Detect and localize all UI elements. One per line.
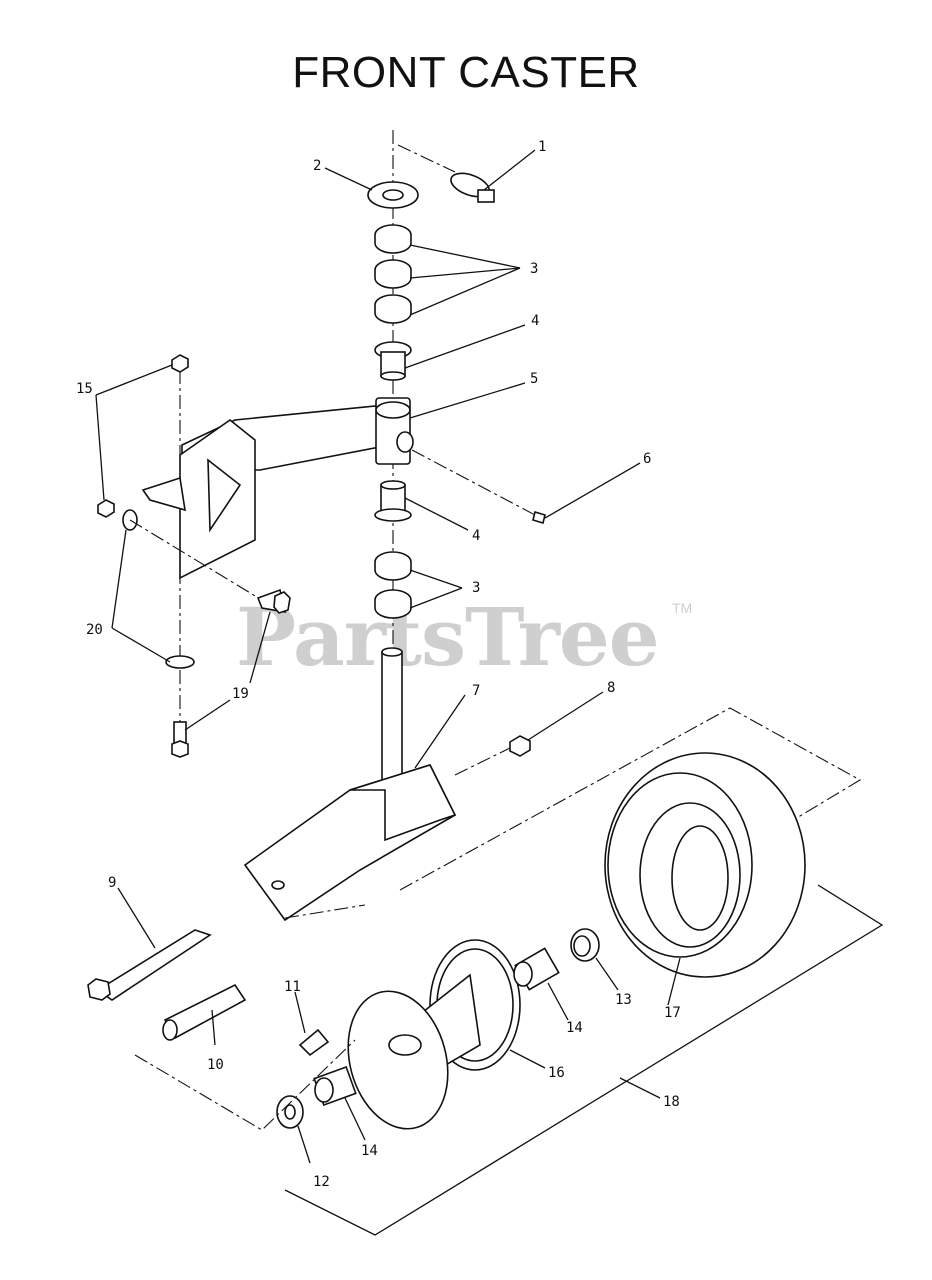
part-14-bearing-inner[interactable] xyxy=(513,947,560,991)
part-17-tire[interactable] xyxy=(604,752,806,978)
leader-lines xyxy=(95,149,681,1164)
part-14-bearing-outer[interactable] xyxy=(313,1066,357,1106)
callout-17: 17 xyxy=(664,1005,681,1021)
part-3-spacers-top[interactable] xyxy=(374,224,412,324)
callout-5: 5 xyxy=(530,371,538,387)
callout-4-top: 4 xyxy=(531,313,539,329)
part-19-bolt-side[interactable] xyxy=(256,588,291,614)
part-11-grease-fitting[interactable] xyxy=(298,1028,330,1057)
callout-18: 18 xyxy=(663,1094,680,1110)
callout-14-outer: 14 xyxy=(361,1143,378,1159)
fork-axle-line xyxy=(284,904,366,919)
callout-12: 12 xyxy=(313,1174,330,1190)
part-6-grease-fitting[interactable] xyxy=(411,449,546,525)
callout-20: 20 xyxy=(86,622,103,638)
part-13-seal[interactable] xyxy=(570,928,600,962)
part-8-nut[interactable] xyxy=(454,735,531,776)
callout-9: 9 xyxy=(108,875,116,891)
callout-15: 15 xyxy=(76,381,93,397)
part-12-spacer[interactable] xyxy=(276,1095,304,1129)
watermark-trademark: TM xyxy=(672,600,693,616)
part-1-hairpin-clip[interactable] xyxy=(397,144,495,203)
axle-line xyxy=(399,707,862,891)
part-15-nut-side[interactable] xyxy=(97,499,115,518)
part-2-washer[interactable] xyxy=(367,181,419,209)
part-5-caster-arm[interactable] xyxy=(141,397,414,580)
diagram-title: FRONT CASTER xyxy=(292,48,640,97)
part-19-bolt-bottom[interactable] xyxy=(171,721,189,758)
callout-7: 7 xyxy=(472,683,480,699)
part-20-washer-bottom[interactable] xyxy=(165,655,195,669)
part-4-bushing-top[interactable] xyxy=(374,341,412,381)
lower-axle-line xyxy=(134,1039,356,1131)
side-bolt-axis xyxy=(129,519,271,606)
part-15-nut-top[interactable] xyxy=(171,354,189,373)
callout-16: 16 xyxy=(548,1065,565,1081)
part-4-bushing-bottom[interactable] xyxy=(374,480,412,522)
part-9-bolt[interactable] xyxy=(87,929,212,1001)
callout-19: 19 xyxy=(232,686,249,702)
callout-8: 8 xyxy=(607,680,615,696)
callout-labels: 1 2 3 3 4 4 5 6 7 8 9 10 11 12 13 14 14 … xyxy=(76,139,681,1190)
part-3-spacers-bottom[interactable] xyxy=(374,551,412,619)
callout-3-bottom: 3 xyxy=(472,580,480,596)
part-7-caster-fork[interactable] xyxy=(243,647,457,922)
part-10-spacer-tube[interactable] xyxy=(162,983,247,1041)
callout-10: 10 xyxy=(207,1057,224,1073)
callout-3-top: 3 xyxy=(530,261,538,277)
callout-13: 13 xyxy=(615,992,632,1008)
watermark-logo: PartsTree xyxy=(236,590,660,684)
part-18-wheel-assembly-bracket xyxy=(284,884,884,1236)
callout-2: 2 xyxy=(313,158,321,174)
callout-4-bottom: 4 xyxy=(472,528,480,544)
callout-1: 1 xyxy=(538,139,546,155)
callout-11: 11 xyxy=(284,979,301,995)
part-16-wheel-hub[interactable] xyxy=(334,939,521,1140)
callout-6: 6 xyxy=(643,451,651,467)
callout-14-inner: 14 xyxy=(566,1020,583,1036)
